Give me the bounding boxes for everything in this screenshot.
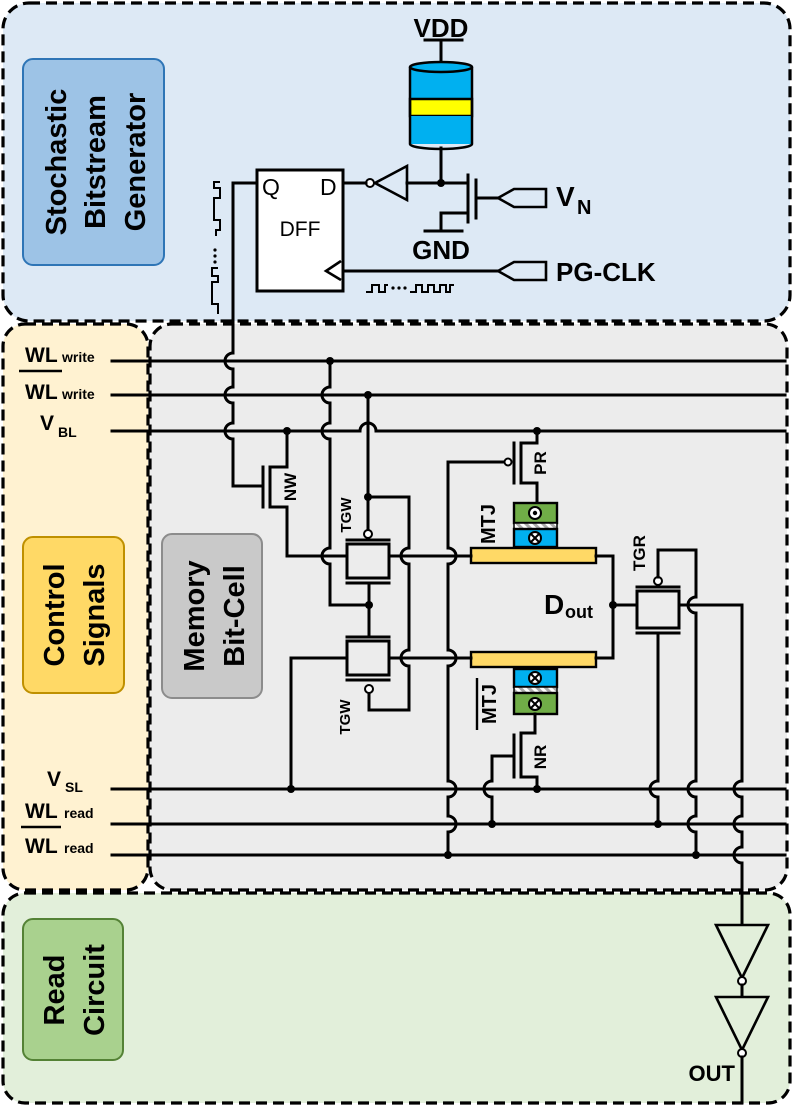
svg-text:VDD: VDD xyxy=(414,13,469,43)
svg-text:V: V xyxy=(556,181,575,212)
pgclk-input: PG-CLK xyxy=(341,257,656,293)
svg-text:MTJ: MTJ xyxy=(478,504,500,544)
nr-transistor: NR xyxy=(482,712,550,828)
svg-text:PR: PR xyxy=(531,451,550,475)
tgw-top: TGW xyxy=(318,497,452,639)
tgw-bottom: TGW xyxy=(287,635,452,793)
svg-text:read: read xyxy=(64,840,94,856)
svg-text:TGW: TGW xyxy=(337,699,354,735)
q-output-bitstream xyxy=(211,181,259,314)
inverter xyxy=(341,163,443,203)
vdd-rail: VDD xyxy=(414,13,469,66)
read-label: Read Circuit xyxy=(22,918,124,1061)
dout-label: D out xyxy=(544,589,593,622)
svg-text:Q: Q xyxy=(262,174,280,200)
out-label: OUT xyxy=(689,1061,736,1086)
svg-text:read: read xyxy=(64,805,94,821)
svg-text:WL: WL xyxy=(25,800,58,823)
svg-text:Generator: Generator xyxy=(120,93,152,232)
svg-text:WL: WL xyxy=(25,381,58,404)
memory-region xyxy=(148,322,789,892)
read-buffer xyxy=(713,923,771,1105)
generator-region xyxy=(1,1,792,323)
read-region xyxy=(1,891,792,1105)
dff-block: Q D DFF xyxy=(255,168,345,293)
svg-text:PG-CLK: PG-CLK xyxy=(556,257,656,287)
generator-nmos xyxy=(423,173,500,233)
svg-text:Circuit: Circuit xyxy=(79,944,111,1036)
svg-text:WL: WL xyxy=(25,835,58,858)
svg-text:Stochastic: Stochastic xyxy=(41,89,73,236)
svg-text:N: N xyxy=(577,197,591,219)
svg-text:Signals: Signals xyxy=(79,563,111,666)
mtj-top: MTJ xyxy=(469,501,598,565)
svg-text:DFF: DFF xyxy=(280,218,321,241)
svg-text:out: out xyxy=(565,602,593,622)
svg-text:WL: WL xyxy=(25,344,58,367)
svg-text:NW: NW xyxy=(281,472,300,501)
nw-transistor: NW xyxy=(261,427,322,558)
svg-text:Read: Read xyxy=(39,955,71,1026)
gnd-label: GND xyxy=(412,235,470,265)
svg-text:Memory: Memory xyxy=(179,560,211,671)
svg-text:V: V xyxy=(47,768,61,791)
control-signal-labels: WL write WL write V BL V SL WL read WL r… xyxy=(19,344,95,858)
svg-text:TGW: TGW xyxy=(338,497,355,533)
svg-text:TGR: TGR xyxy=(630,535,649,571)
svg-text:MTJ: MTJ xyxy=(479,684,501,724)
svg-text:SL: SL xyxy=(65,779,83,795)
generator-mtj xyxy=(408,60,474,185)
generator-label: Stochastic Bitstream Generator xyxy=(22,58,165,266)
svg-text:GND: GND xyxy=(412,235,470,265)
heavy-metal-wires xyxy=(448,554,638,660)
tgr-transmission-gate: TGR xyxy=(630,535,744,926)
svg-text:D: D xyxy=(320,174,337,200)
svg-text:OUT: OUT xyxy=(689,1061,736,1086)
svg-text:Control: Control xyxy=(39,563,71,666)
svg-text:Bit-Cell: Bit-Cell xyxy=(219,565,251,667)
svg-text:write: write xyxy=(61,386,95,402)
svg-text:BL: BL xyxy=(58,424,77,440)
control-label: Control Signals xyxy=(22,536,125,694)
svg-text:V: V xyxy=(40,412,54,435)
memory-label: Memory Bit-Cell xyxy=(161,533,263,699)
vn-input-pin: V N xyxy=(495,181,591,219)
svg-text:Bitstream: Bitstream xyxy=(80,95,112,229)
pr-transistor: PR xyxy=(503,427,550,505)
svg-text:NR: NR xyxy=(531,745,550,770)
wlwrite-bar-tap xyxy=(364,391,411,712)
pr-gate-wire xyxy=(444,460,507,859)
svg-text:write: write xyxy=(61,349,95,365)
q-signal-wire xyxy=(223,181,264,488)
svg-text:D: D xyxy=(544,589,564,620)
